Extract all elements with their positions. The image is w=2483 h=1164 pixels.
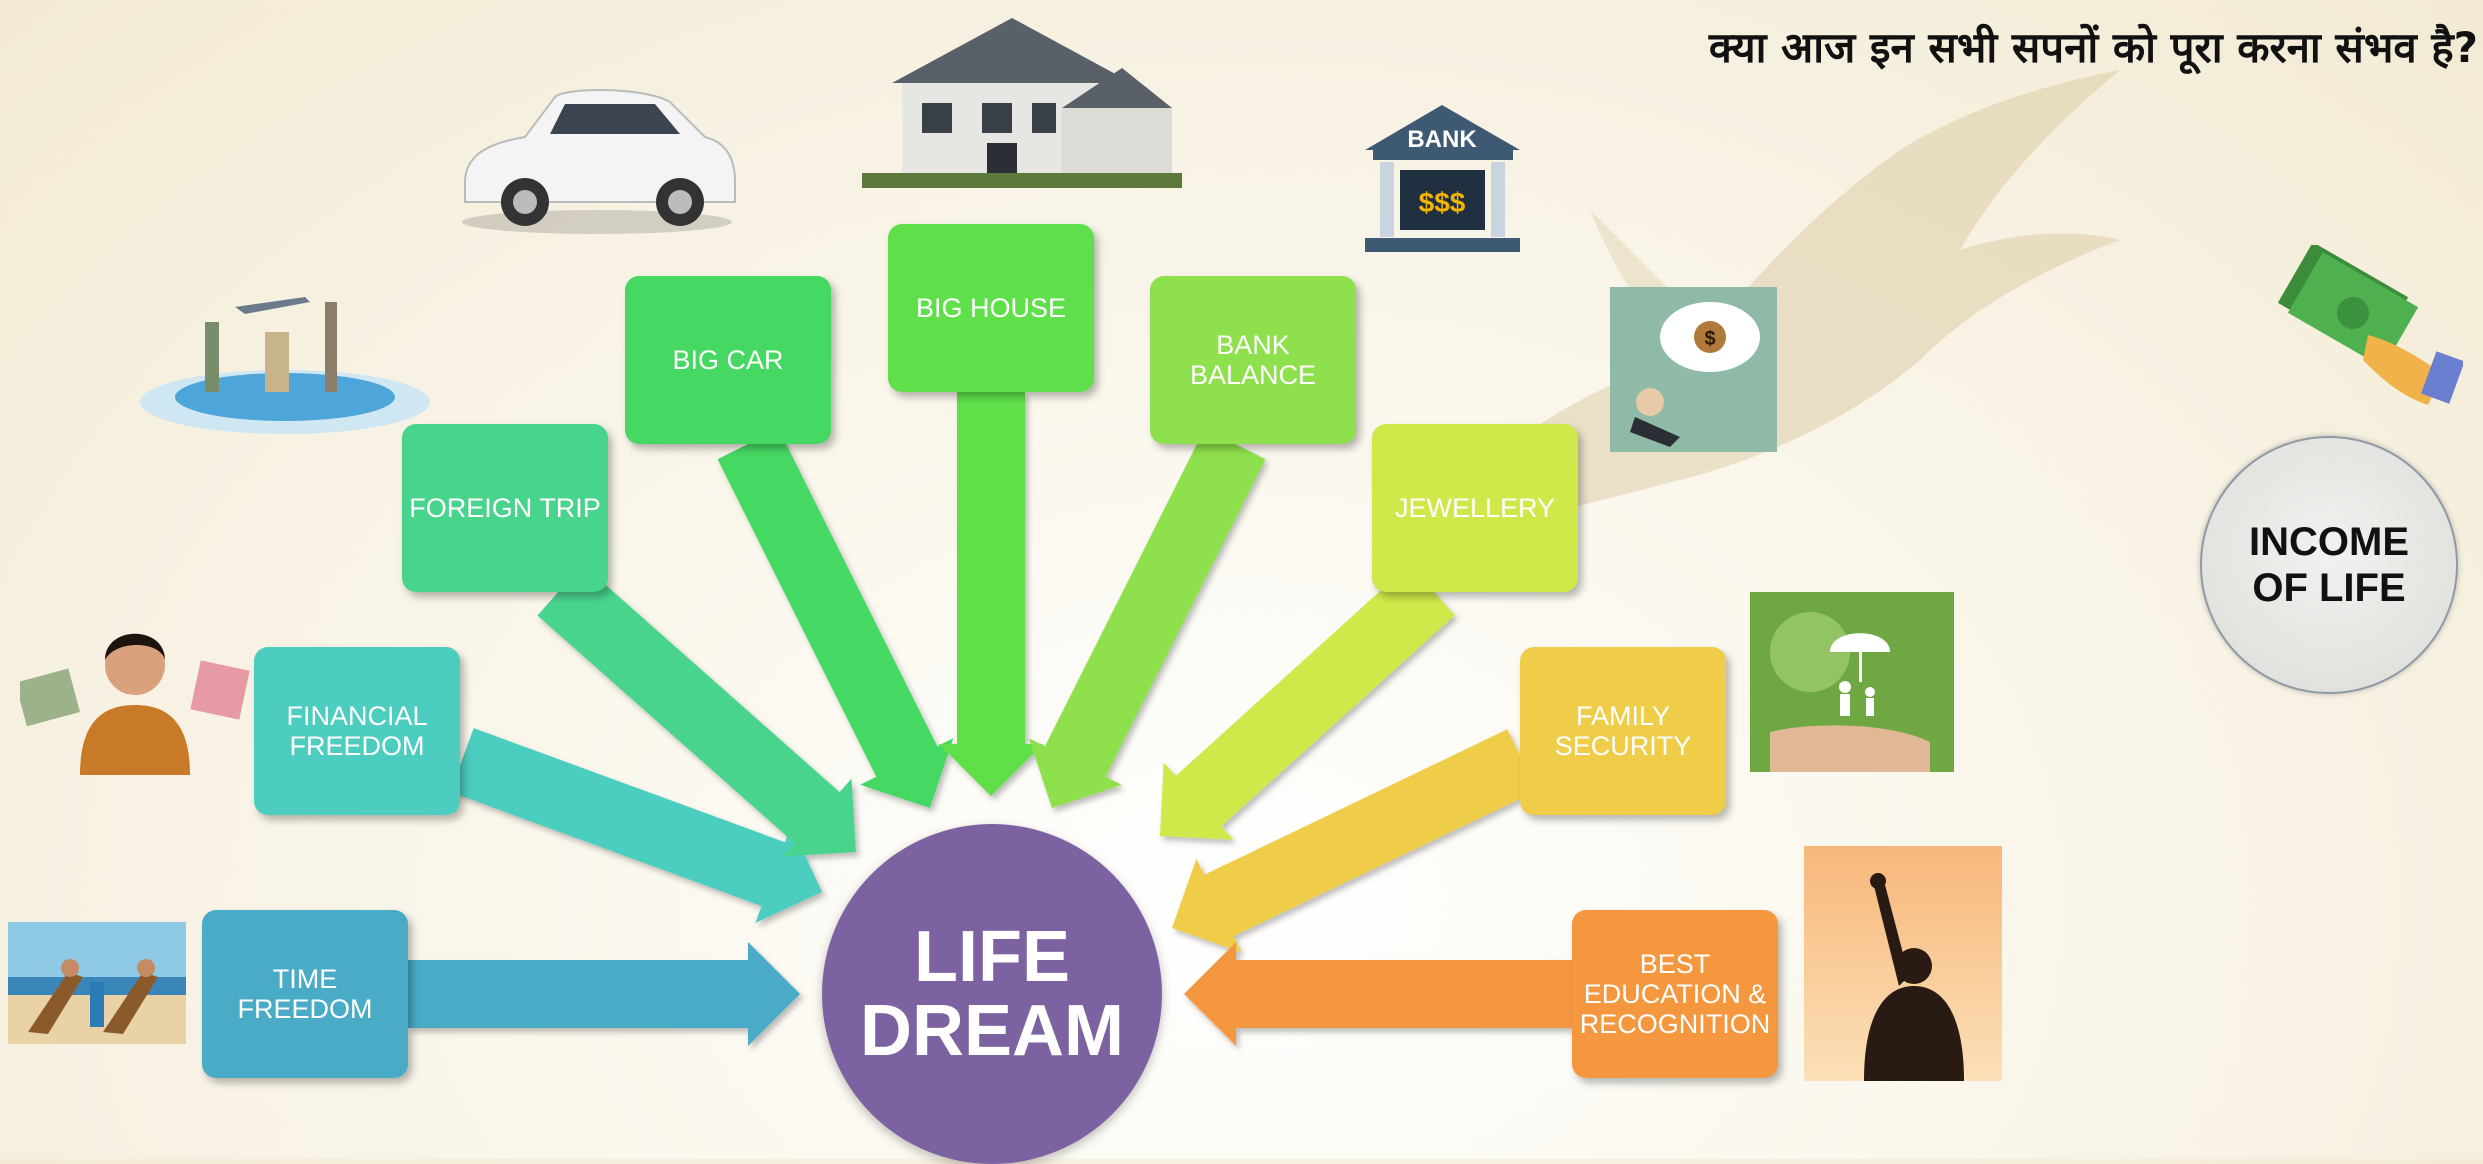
arrow-big-house	[939, 392, 1043, 796]
life-dream-circle: LIFE DREAM	[822, 824, 1162, 1164]
woman-with-money-icon	[20, 633, 250, 775]
dream-box-big-car: BIG CAR	[625, 276, 831, 444]
income-of-life-circle: INCOME OF LIFE	[2200, 436, 2458, 694]
arrow-big-car	[717, 428, 954, 808]
dream-box-jewellery: JEWELLERY	[1372, 424, 1578, 592]
cash-in-hand-icon	[2277, 245, 2463, 405]
bank-sign-text: BANK	[1407, 126, 1477, 153]
success-silhouette-icon	[1804, 846, 2002, 1081]
page-title: क्या आज इन सभी सपनों को पूरा करना संभव ह…	[1708, 23, 2478, 72]
dream-box-foreign-trip: FOREIGN TRIP	[402, 424, 608, 592]
arrow-foreign-trip	[537, 564, 856, 857]
house-icon	[862, 18, 1182, 188]
dream-box-big-house: BIG HOUSE	[888, 224, 1094, 392]
family-umbrella-icon	[1750, 592, 1954, 772]
world-travel-icon	[140, 297, 430, 434]
arrow-time-freedom	[408, 942, 800, 1046]
dream-box-time-freedom: TIME FREEDOM	[202, 910, 408, 1078]
arrow-best-education	[1184, 942, 1572, 1046]
dream-box-family-security: FAMILY SECURITY	[1520, 647, 1726, 815]
svg-text:$: $	[1704, 328, 1715, 350]
arrow-bank-balance	[1028, 428, 1266, 808]
beach-chairs-icon	[8, 922, 186, 1044]
bank-building-icon: BANK $$$	[1365, 105, 1520, 252]
bank-money-text: $$$	[1419, 187, 1466, 218]
arrow-family-security	[1172, 729, 1537, 953]
arrow-financial-freedom	[450, 728, 822, 923]
dream-box-bank-balance: BANK BALANCE	[1150, 276, 1356, 444]
dreaming-man-icon: $	[1610, 287, 1777, 452]
dream-box-financial-freedom: FINANCIAL FREEDOM	[254, 647, 460, 815]
arrow-jewellery	[1160, 564, 1455, 840]
arrow-group	[408, 392, 1572, 1046]
dream-box-best-education: BEST EDUCATION & RECOGNITION	[1572, 910, 1778, 1078]
car-icon	[462, 89, 736, 234]
